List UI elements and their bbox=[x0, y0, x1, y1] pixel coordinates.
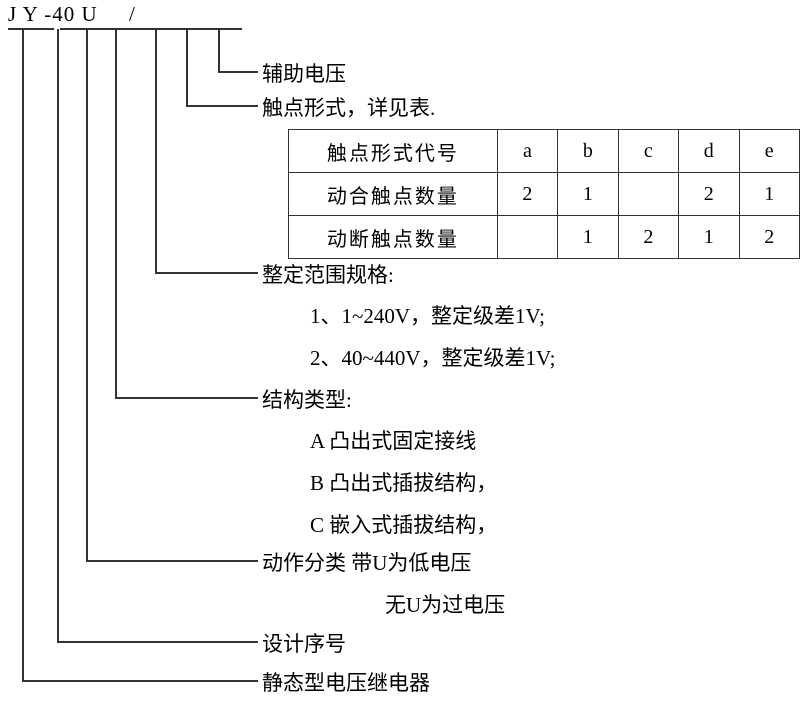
table-cell: 1 bbox=[678, 215, 740, 259]
contact-form-table: 触点形式代号 a b c d e 动合触点数量 2 1 2 1 动断触点数量 1… bbox=[288, 129, 800, 259]
table-row-header: 动合触点数量 bbox=[288, 172, 498, 216]
structure-item-c: C 嵌入式插拔结构， bbox=[310, 513, 498, 537]
label-aux-voltage: 辅助电压 bbox=[262, 62, 346, 86]
label-design-serial: 设计序号 bbox=[262, 632, 346, 656]
tick-bar-2 bbox=[60, 28, 106, 30]
setting-range-item-2: 2、40~440V，整定级差1V; bbox=[310, 346, 556, 370]
table-cell bbox=[496, 215, 559, 259]
leader-line-action-class-vertical bbox=[86, 29, 88, 562]
leader-line-action-class-horizontal bbox=[86, 560, 258, 562]
table-row-header: 触点形式代号 bbox=[288, 129, 498, 173]
table-cell: a bbox=[496, 129, 559, 173]
table-row: 动合触点数量 2 1 2 1 bbox=[288, 172, 800, 216]
structure-item-b: B 凸出式插拔结构， bbox=[310, 471, 498, 495]
leader-line-aux-voltage-horizontal bbox=[218, 71, 258, 73]
tick-bar-6 bbox=[172, 28, 214, 30]
label-action-class: 动作分类 带U为低电压 bbox=[262, 551, 472, 575]
table-cell: 2 bbox=[496, 172, 559, 216]
label-product-type: 静态型电压继电器 bbox=[262, 671, 430, 695]
leader-line-design-serial-vertical bbox=[57, 29, 59, 643]
tick-bar-1 bbox=[8, 28, 54, 30]
leader-line-contact-form-vertical bbox=[186, 29, 188, 107]
setting-range-item-1: 1、1~240V，整定级差1V; bbox=[310, 304, 545, 328]
table-cell: c bbox=[617, 129, 680, 173]
table-cell: b bbox=[557, 129, 619, 173]
label-contact-form: 触点形式，详见表. bbox=[262, 96, 436, 120]
leader-line-design-serial-horizontal bbox=[57, 641, 258, 643]
table-cell: d bbox=[678, 129, 740, 173]
leader-line-aux-voltage-vertical bbox=[218, 29, 220, 73]
leader-line-product-type-vertical bbox=[22, 29, 24, 682]
table-cell bbox=[617, 172, 680, 216]
label-setting-range: 整定范围规格: bbox=[262, 263, 394, 287]
table-cell: 1 bbox=[738, 172, 800, 216]
leader-line-structure-type-horizontal bbox=[115, 397, 258, 399]
structure-item-a: A 凸出式固定接线 bbox=[310, 429, 477, 453]
table-cell: 2 bbox=[617, 215, 680, 259]
leader-line-setting-range-horizontal bbox=[155, 272, 258, 274]
label-action-class-second-line: 无U为过电压 bbox=[385, 593, 506, 617]
tick-bar-7 bbox=[200, 28, 242, 30]
model-code-text: J Y -40 U / bbox=[8, 2, 136, 26]
leader-line-setting-range-vertical bbox=[155, 29, 157, 274]
table-row: 动断触点数量 1 2 1 2 bbox=[288, 215, 800, 259]
leader-line-structure-type-vertical bbox=[115, 29, 117, 399]
table-cell: 2 bbox=[678, 172, 740, 216]
label-structure-type: 结构类型: bbox=[262, 388, 352, 412]
leader-line-contact-form-horizontal bbox=[186, 105, 258, 107]
leader-line-product-type-horizontal bbox=[22, 680, 258, 682]
tick-bar-3 bbox=[98, 28, 138, 30]
table-cell: e bbox=[738, 129, 800, 173]
table-cell: 1 bbox=[557, 172, 619, 216]
table-row: 触点形式代号 a b c d e bbox=[288, 129, 800, 173]
table-row-header: 动断触点数量 bbox=[288, 215, 498, 259]
table-cell: 2 bbox=[738, 215, 800, 259]
table-cell: 1 bbox=[557, 215, 619, 259]
